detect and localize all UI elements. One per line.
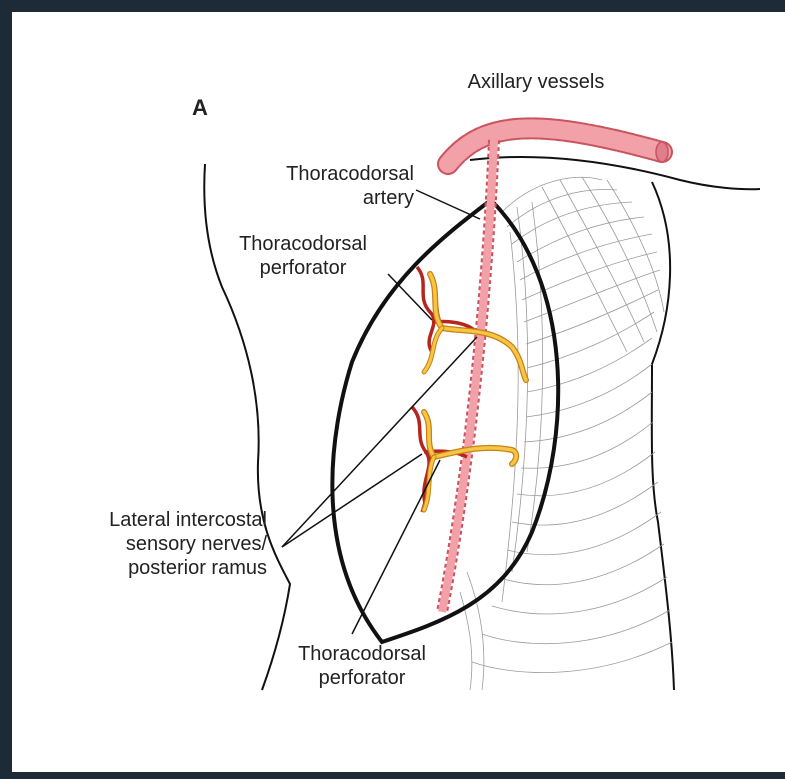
label-lateral-intercostal: Lateral intercostal sensory nerves/ post… xyxy=(62,508,267,580)
shoulder-line xyxy=(470,157,760,189)
label-thoracodorsal-perforator-upper: Thoracodorsal perforator xyxy=(218,232,388,280)
figure-frame: A Axillary vessels Thoracodorsal artery … xyxy=(12,12,785,772)
label-axillary-vessels: Axillary vessels xyxy=(446,70,626,94)
label-thoracodorsal-artery: Thoracodorsal artery xyxy=(252,162,414,210)
label-thoracodorsal-perforator-lower: Thoracodorsal perforator xyxy=(282,642,442,690)
thoracodorsal-vessel xyxy=(442,140,494,612)
panel-letter: A xyxy=(192,96,208,120)
